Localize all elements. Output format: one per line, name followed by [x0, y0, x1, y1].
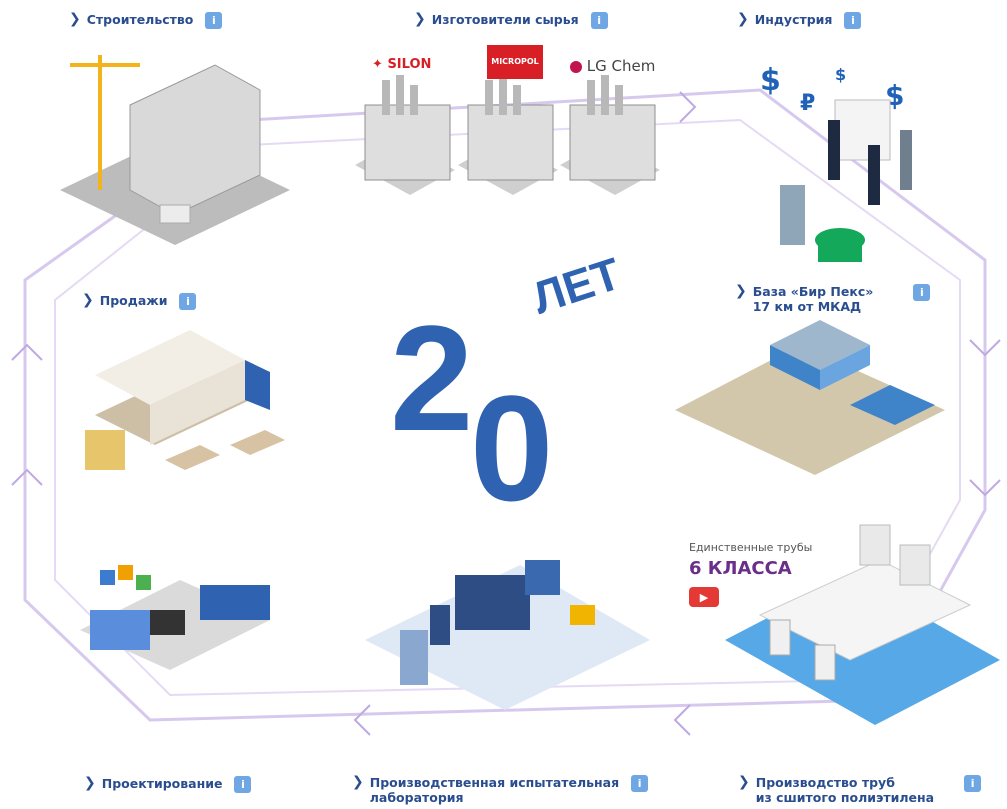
logo-silon: ✦ SILON: [372, 57, 432, 72]
chevron-right-icon: ❯: [84, 775, 96, 791]
lab-illustration: [365, 560, 650, 710]
promo-block: Единственные трубы 6 КЛАССА ▶: [689, 541, 812, 607]
label-industry[interactable]: ❯ Индустрия i: [737, 11, 862, 29]
chevron-right-icon: ❯: [735, 283, 747, 299]
promo-subtitle: Единственные трубы: [689, 541, 813, 554]
svg-text:$: $: [760, 63, 781, 98]
svg-text:₽: ₽: [800, 91, 815, 116]
label-pipe-production[interactable]: ❯ Производство труб из сшитого полиэтиле…: [738, 774, 982, 805]
label-pipes-line1: Производство труб: [755, 775, 895, 790]
info-icon[interactable]: i: [179, 293, 197, 310]
label-sales[interactable]: ❯ Продажи i: [82, 292, 197, 310]
label-base-line2: 17 км от МКАД: [752, 299, 862, 314]
label-lab-line2: лаборатория: [369, 790, 464, 805]
svg-text:$: $: [835, 65, 846, 84]
info-icon[interactable]: i: [631, 775, 649, 792]
chevron-right-icon: ❯: [82, 292, 94, 308]
chevron-right-icon: ❯: [738, 774, 750, 790]
factories-illustration: [355, 75, 660, 195]
info-icon[interactable]: i: [590, 12, 608, 29]
industry-illustration: $ ₽ $ $: [760, 63, 912, 262]
design-office-illustration: [80, 565, 270, 670]
chevron-right-icon: ❯: [737, 11, 749, 27]
label-lab-line1: Производственная испытательная: [369, 775, 620, 790]
logo-lg-chem: LG Chem: [570, 57, 655, 75]
construction-illustration: [60, 55, 290, 245]
info-icon[interactable]: i: [205, 12, 223, 29]
svg-text:ЛЕТ: ЛЕТ: [526, 248, 626, 324]
label-pipes-line2: из сшитого полиэтилена: [755, 790, 935, 805]
label-construction[interactable]: ❯ Строительство i: [69, 11, 223, 29]
anniversary-number: 2 0 ЛЕТ: [390, 248, 627, 532]
logo-micropol: MICROPOL: [487, 45, 543, 79]
info-icon[interactable]: i: [913, 284, 931, 301]
info-icon[interactable]: i: [234, 776, 252, 793]
pipe-production-illustration: [725, 524, 1000, 725]
chevron-right-icon: ❯: [352, 774, 364, 790]
svg-text:0: 0: [470, 364, 553, 532]
warehouse-base-illustration: [675, 320, 945, 475]
label-base[interactable]: ❯ База «Бир Пекс» 17 км от МКАД i: [735, 283, 931, 314]
youtube-play-button[interactable]: ▶: [689, 587, 719, 607]
info-icon[interactable]: i: [844, 12, 862, 29]
chevron-right-icon: ❯: [414, 11, 426, 27]
lg-mark-icon: [570, 60, 582, 73]
sales-truck-illustration: [85, 330, 285, 470]
play-icon: ▶: [699, 590, 709, 604]
promo-title: 6 КЛАССА: [689, 558, 792, 579]
label-base-line1: База «Бир Пекс»: [752, 284, 874, 299]
label-lab[interactable]: ❯ Производственная испытательная лаборат…: [352, 774, 649, 805]
chevron-right-icon: ❯: [69, 11, 81, 27]
svg-text:2: 2: [390, 294, 473, 462]
label-raw-materials[interactable]: ❯ Изготовители сырья i: [414, 12, 608, 29]
silon-mark-icon: ✦: [372, 57, 383, 72]
label-design[interactable]: ❯ Проектирование i: [84, 775, 252, 793]
info-icon[interactable]: i: [964, 775, 982, 792]
